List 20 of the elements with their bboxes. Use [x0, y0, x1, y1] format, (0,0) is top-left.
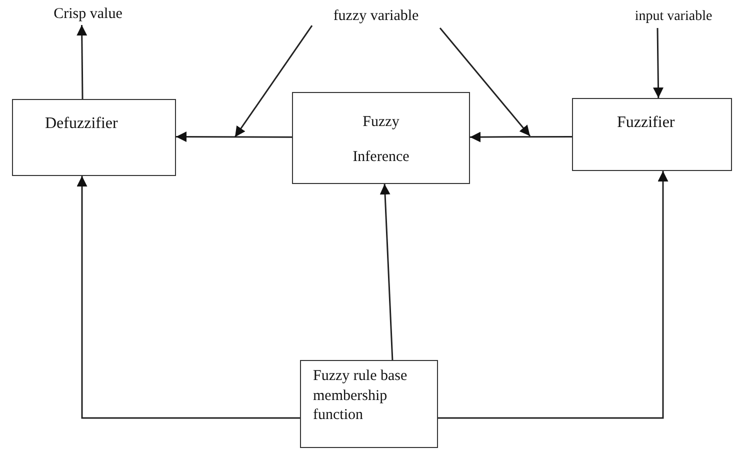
arrow [653, 28, 664, 98]
process-box [572, 98, 732, 171]
process-box [300, 360, 438, 448]
arrow [470, 132, 572, 142]
box-label: Defuzzifier [45, 114, 118, 134]
arrow [380, 184, 394, 360]
box-label: Fuzzifier [617, 113, 675, 132]
process-box [12, 99, 176, 176]
node-label: Crisp value [54, 5, 122, 23]
arrow [76, 25, 88, 99]
process-box [292, 92, 470, 184]
box-label: Fuzzy Inference [352, 113, 410, 166]
node-label: fuzzy variable [333, 7, 419, 25]
arrow [176, 132, 292, 142]
box-label: Fuzzy rule base membership function [313, 367, 408, 425]
arrow [76, 176, 300, 419]
leader-arrow [234, 25, 313, 138]
node-label: input variable [634, 8, 712, 26]
arrow [438, 171, 668, 419]
leader-arrow [439, 28, 531, 136]
